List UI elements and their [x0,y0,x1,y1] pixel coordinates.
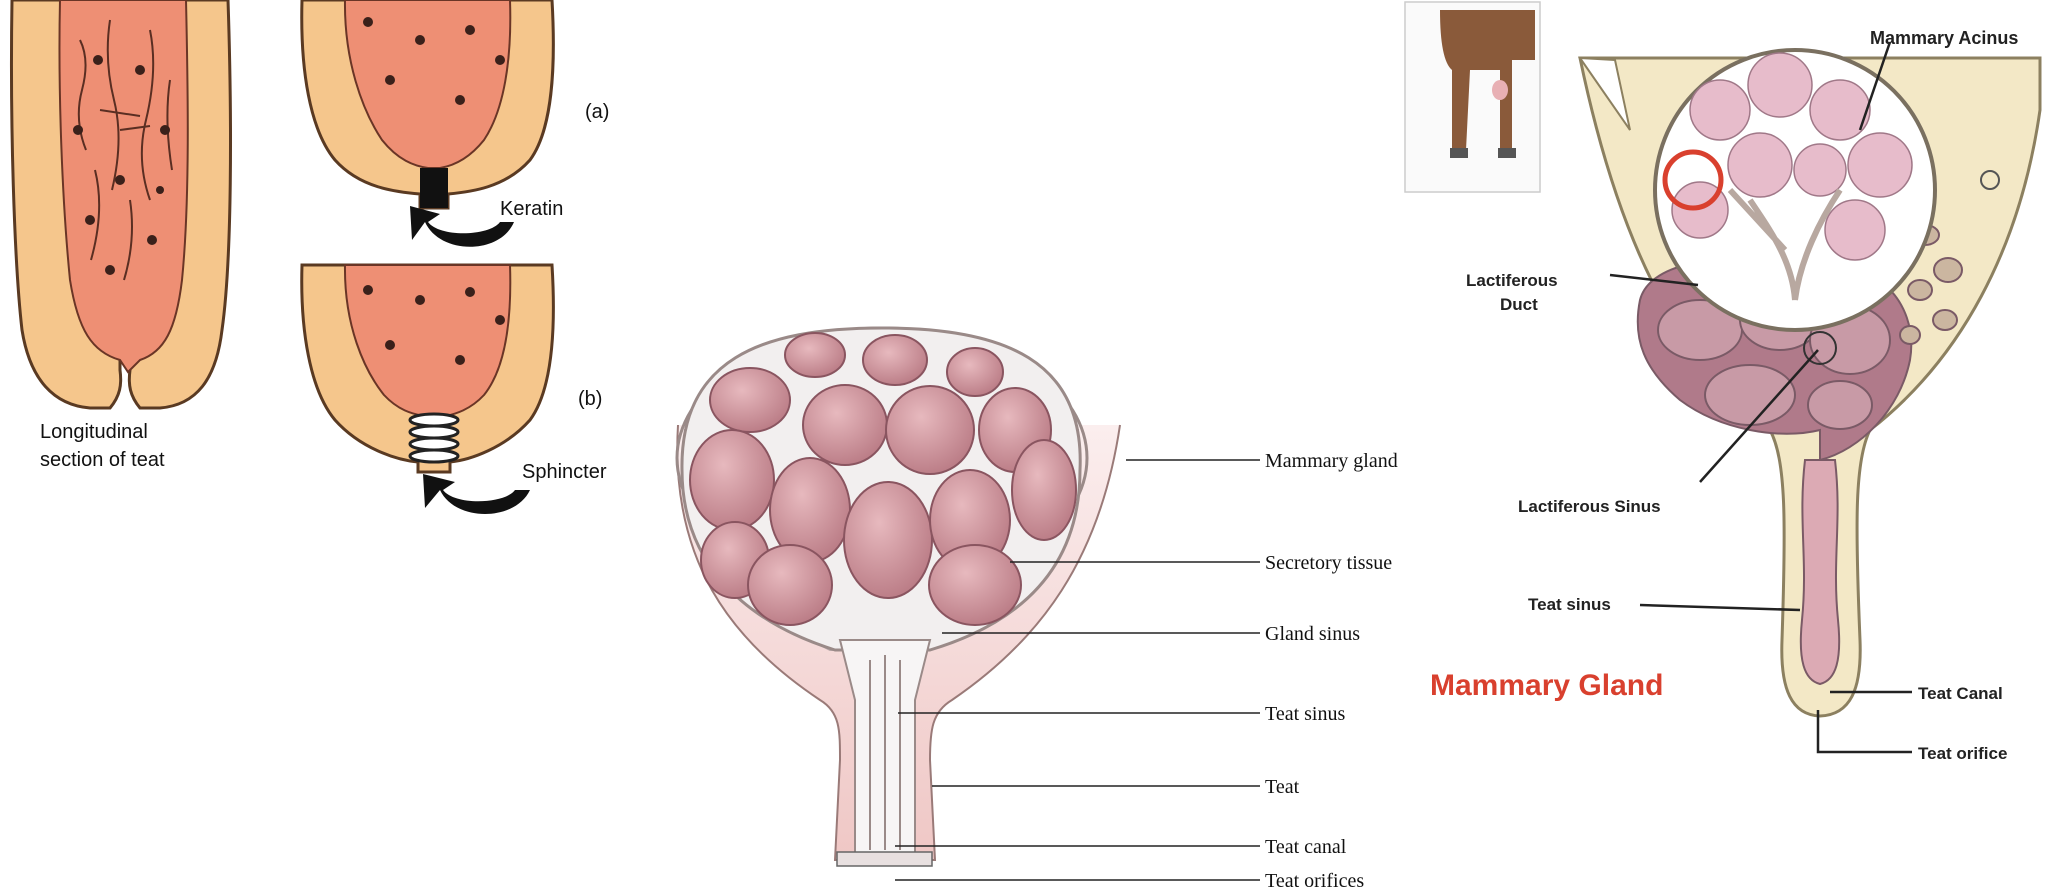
label-lactiferous-duct-1: Lactiferous [1466,271,1558,290]
label-b: (b) [578,388,602,410]
teat-section-panel: Longitudinal section of teat (a) Keratin… [0,0,640,896]
longitudinal-teat-drawing [11,0,230,408]
cow-mammary-gland-panel: Mammary Acinus Lactiferous Duct Lactifer… [1400,0,2065,896]
label-teat-sinus: Teat sinus [1265,703,1345,725]
mammary-gland-section-figure: Mammary gland Secretory tissue Gland sin… [640,0,1420,896]
keratin-label: Keratin [500,198,563,220]
label-a: (a) [585,101,609,123]
gland-labels: Mammary gland Secretory tissue Gland sin… [1265,450,1398,892]
cow-figure-title: Mammary Gland [1430,669,1663,702]
label-mammary-gland: Mammary gland [1265,450,1398,472]
label-lactiferous-duct-2: Duct [1500,295,1538,314]
cow-mammary-gland-figure: Mammary Acinus Lactiferous Duct Lactifer… [1400,0,2065,896]
mammary-gland-section-panel: Mammary gland Secretory tissue Gland sin… [640,0,1420,896]
label-lactiferous-sinus: Lactiferous Sinus [1518,497,1661,516]
sphincter-label: Sphincter [522,461,607,483]
label-teat-sinus-cow: Teat sinus [1528,595,1611,614]
teat-section-figure: Longitudinal section of teat (a) Keratin… [0,0,640,896]
label-teat: Teat [1265,776,1300,798]
teat-caption-line2: section of teat [40,449,165,471]
label-gland-sinus: Gland sinus [1265,623,1360,645]
label-teat-canal-cow: Teat Canal [1918,684,2003,703]
teat-orifice-zone [837,852,932,866]
label-teat-orifice-cow: Teat orifice [1918,744,2007,763]
label-teat-canal: Teat canal [1265,836,1347,858]
cow-thumbnail [1405,2,1540,192]
label-mammary-acinus: Mammary Acinus [1870,28,2018,48]
teat-sinus-shape [1801,460,1839,684]
teat-caption-line1: Longitudinal [40,421,148,443]
label-teat-orifices: Teat orifices [1265,870,1364,892]
sphincter-teat-drawing [302,265,554,514]
label-secretory-tissue: Secretory tissue [1265,552,1392,574]
